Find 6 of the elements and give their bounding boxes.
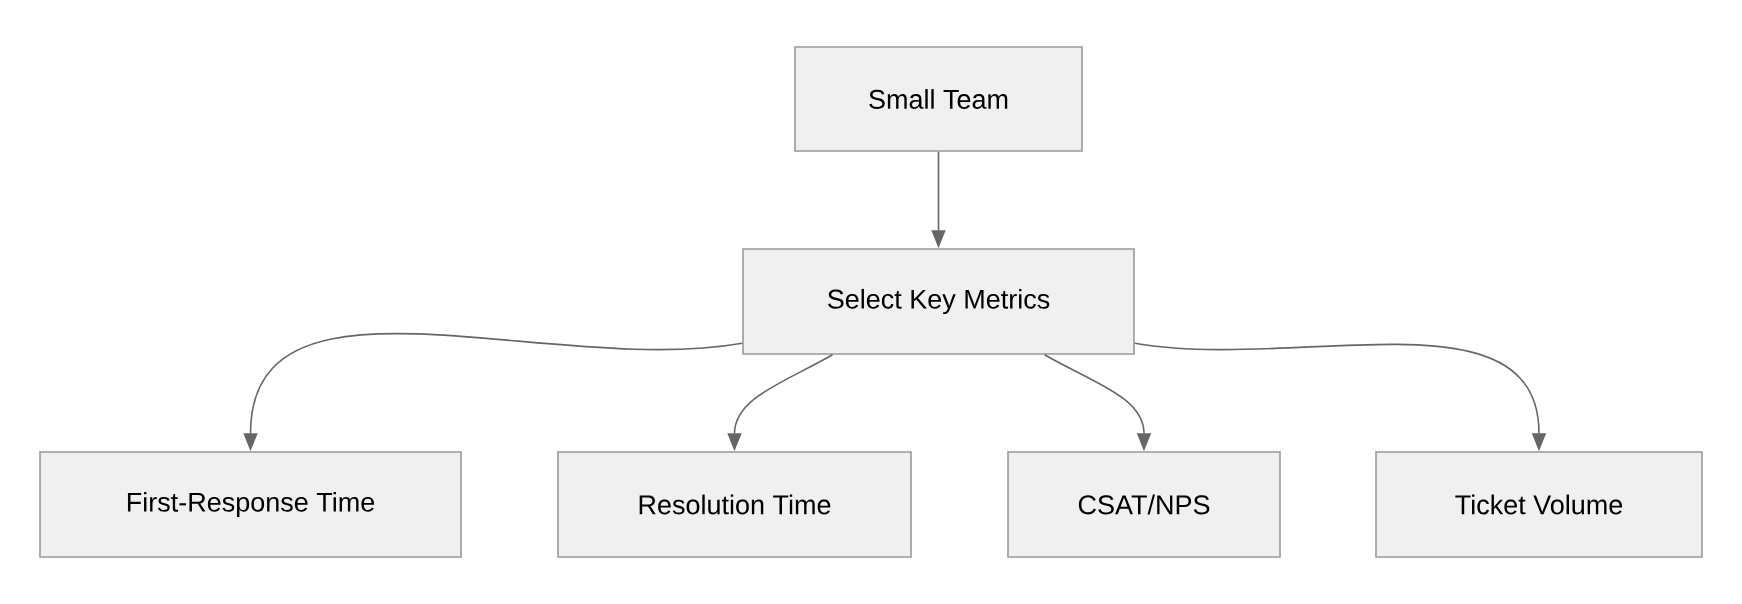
process-box: Select Key Metrics (742, 248, 1135, 355)
process-box: Small Team (794, 46, 1083, 152)
process-box: Ticket Volume (1375, 451, 1703, 558)
process-box: CSAT/NPS (1007, 451, 1281, 558)
process-box: First-Response Time (39, 451, 462, 558)
process-box: Resolution Time (557, 451, 912, 558)
